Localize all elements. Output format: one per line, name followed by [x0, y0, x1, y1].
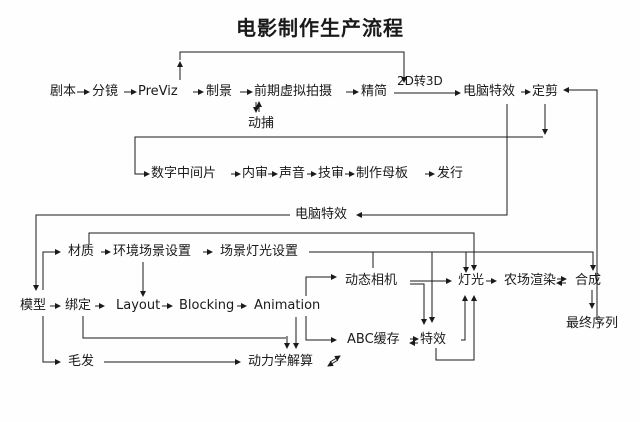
node-sound: 声音: [279, 166, 306, 181]
node-vfx-top: 电脑特效: [463, 84, 516, 99]
node-virtual-shoot: 前期虚拟拍摄: [254, 84, 333, 99]
node-abc-cache: ABC缓存: [347, 332, 400, 347]
node-script: 剧本: [50, 84, 77, 99]
node-layout: Layout: [116, 298, 161, 313]
node-release: 发行: [437, 166, 464, 181]
node-set: 制景: [206, 84, 233, 99]
arrow-final-seq-cut: [564, 89, 598, 320]
node-camera: 动态相机: [345, 273, 398, 288]
node-animation: Animation: [254, 298, 321, 313]
node-final-cut: 定剪: [532, 84, 559, 99]
node-hair: 毛发: [68, 354, 95, 369]
node-lighting: 灯光: [458, 273, 485, 288]
node-master: 制作母板: [356, 166, 409, 181]
node-render: 农场渲染: [504, 273, 557, 288]
arrow-previz-bypass: [179, 51, 405, 60]
node-review: 内审: [242, 166, 269, 181]
node-di: 数字中间片: [151, 166, 217, 181]
node-material: 材质: [68, 244, 95, 259]
node-light-set: 场景灯光设置: [220, 244, 299, 259]
label-2d-to-3d: 2D转3D: [397, 74, 443, 88]
node-fx: 特效: [420, 332, 447, 347]
node-rig: 绑定: [65, 298, 92, 313]
node-storyboard: 分镜: [92, 84, 119, 99]
node-previz: PreViz: [138, 84, 178, 99]
node-mocap: 动捕: [248, 116, 275, 131]
node-blocking: Blocking: [179, 298, 235, 313]
node-vfx-mid: 电脑特效: [295, 207, 348, 222]
node-edit: 精简: [361, 84, 388, 99]
node-env-set: 环境场景设置: [113, 244, 192, 259]
node-final-seq: 最终序列: [566, 316, 619, 331]
diagram-title: 电影制作生产流程: [236, 16, 404, 40]
node-tech-review: 技审: [318, 166, 345, 181]
node-dynamics: 动力学解算: [248, 354, 314, 369]
node-comp: 合成: [575, 273, 602, 288]
node-model: 模型: [20, 298, 47, 313]
